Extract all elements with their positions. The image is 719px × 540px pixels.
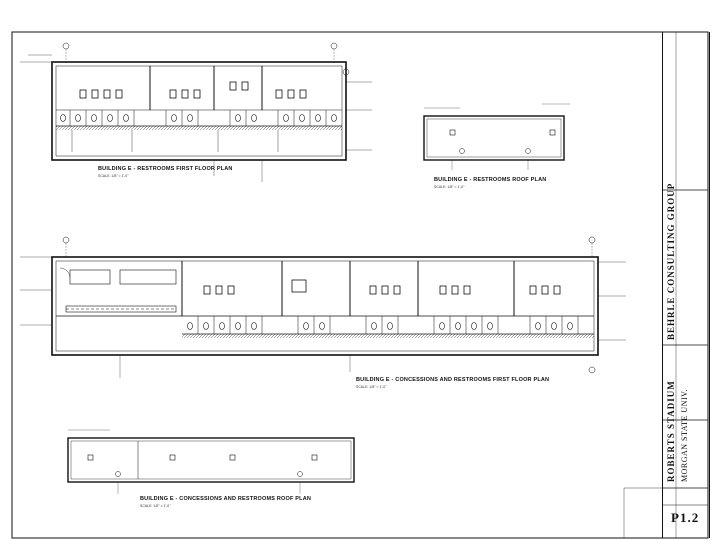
restrooms-roof-scale: SCALE: 1/8" = 1'-0"	[434, 185, 465, 189]
restrooms-first-floor-scale: SCALE: 1/8" = 1'-0"	[98, 174, 129, 178]
project-location: MORGAN STATE UNIV.	[680, 389, 689, 482]
concessions-first-floor-title: BUILDING E - CONCESSIONS AND RESTROOMS F…	[356, 377, 550, 383]
restrooms-first-floor-plan	[20, 42, 372, 182]
project-name: ROBERTS STADIUM	[666, 380, 676, 482]
title-block-lines	[623, 32, 708, 538]
sheet-border	[11, 31, 709, 539]
concessions-roof-scale: SCALE: 1/8" = 1'-0"	[140, 504, 171, 508]
sheet-number: P1.2	[671, 510, 700, 525]
concessions-first-floor-plan	[20, 236, 626, 378]
concessions-roof-plan	[67, 429, 355, 494]
title-block	[662, 32, 710, 538]
restrooms-roof-title: BUILDING E - RESTROOMS ROOF PLAN	[434, 177, 547, 183]
firm-name: BEHRLE CONSULTING GROUP	[666, 182, 676, 340]
restrooms-roof-plan	[423, 103, 570, 170]
concessions-first-floor-scale: SCALE: 1/8" = 1'-0"	[356, 385, 387, 389]
concessions-roof-title: BUILDING E - CONCESSIONS AND RESTROOMS R…	[140, 496, 312, 502]
restrooms-first-floor-title: BUILDING E - RESTROOMS FIRST FLOOR PLAN	[98, 166, 233, 172]
